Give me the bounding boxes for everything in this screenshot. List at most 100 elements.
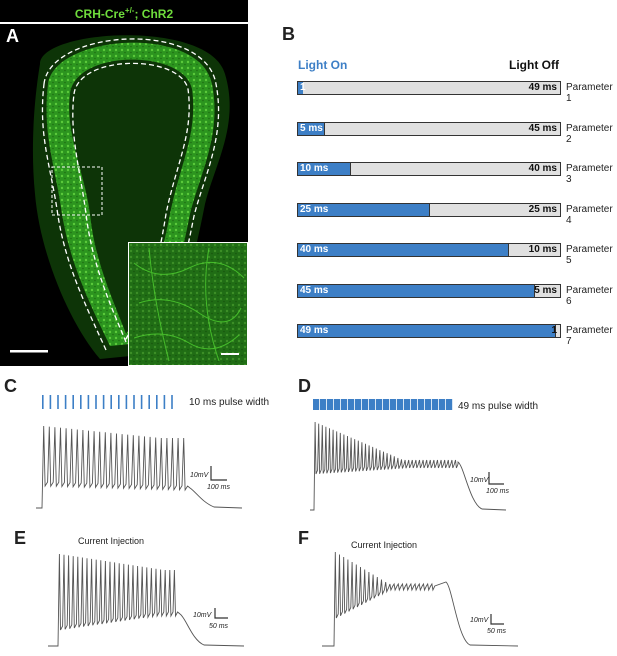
light-pulse [383, 399, 390, 410]
panel-d-scale-v: 10mV [470, 477, 489, 484]
light-pulse [110, 395, 112, 409]
light-off-duration: 5 ms [534, 284, 557, 296]
panel-e-scale-t: 50 ms [209, 623, 229, 630]
panel-d-scale-t: 100 ms [486, 488, 509, 495]
panel-c-trace [36, 425, 243, 509]
scale-bar [10, 350, 48, 353]
parameter-label-5: Parameter 5 [566, 244, 613, 266]
light-pulse [133, 395, 135, 409]
light-pulse [334, 399, 341, 410]
parameter-label-7: Parameter 7 [566, 325, 613, 347]
light-off-label: Light Off [509, 58, 559, 72]
light-pulse [446, 399, 453, 410]
light-pulse [327, 399, 334, 410]
panel-c-pulse-label: 10 ms pulse width [189, 397, 270, 408]
inset-image [128, 242, 248, 366]
light-pulse [313, 399, 320, 410]
light-pulse [64, 395, 67, 409]
light-pulse [418, 399, 425, 410]
panel-f-scale-v: 10mV [470, 617, 489, 624]
inset-scale-bar [221, 353, 239, 355]
panel-a-micrograph: CRH-Cre+/-; ChR2 A [0, 0, 248, 366]
title-base: CRH-Cre [74, 7, 125, 21]
light-on-fill [298, 122, 326, 135]
title-rest: ; ChR2 [134, 7, 174, 21]
light-on-duration: 49 ms [300, 325, 329, 336]
light-pulse [171, 395, 173, 409]
parameter-bar-6: 45 ms 5 ms [297, 283, 561, 298]
roi-box [51, 166, 103, 216]
light-pulse [49, 395, 52, 409]
light-pulse [87, 395, 90, 409]
membrane-potential-trace [310, 421, 507, 511]
light-pulse [57, 395, 59, 409]
parameter-bar-5: 40 ms 10 ms [297, 243, 561, 257]
panel-e-letter: E [14, 528, 27, 548]
panel-d-scale-bar [488, 472, 504, 485]
light-off-duration: 25 ms [528, 203, 557, 215]
panel-a-letter: A [6, 26, 19, 46]
light-pulse [118, 395, 120, 409]
membrane-potential-trace [322, 551, 519, 647]
light-on-fill [298, 82, 304, 94]
parameter-label-4: Parameter 4 [566, 203, 613, 226]
light-pulse [355, 399, 362, 410]
panel-c-letter: C [4, 376, 17, 396]
panel-c-pulse-train [42, 395, 173, 409]
light-on-fill [298, 163, 352, 175]
membrane-potential-trace [48, 553, 245, 647]
light-on-duration: 45 ms [300, 284, 329, 296]
panel-c-scale-t: 100 ms [207, 484, 230, 491]
panel-e-trace [48, 553, 245, 647]
light-pulse [390, 399, 397, 410]
panel-f-letter: F [298, 528, 309, 548]
parameter-label-6: Parameter 6 [566, 284, 613, 307]
panel-d-pulse-label: 49 ms pulse width [458, 401, 539, 412]
panel-a-title: CRH-Cre+/-; ChR2 [0, 0, 248, 24]
light-pulse [348, 399, 355, 410]
light-pulse [80, 395, 82, 409]
light-pulse [341, 399, 348, 410]
panel-e-scale-bar [214, 608, 228, 619]
light-pulse [163, 395, 166, 409]
light-pulse [411, 399, 418, 410]
parameter-label-1: Parameter 1 [566, 82, 613, 104]
light-pulse [102, 395, 105, 409]
panel-f-trace [322, 551, 519, 647]
membrane-potential-trace [36, 425, 243, 509]
light-on-fill [298, 325, 556, 337]
panel-d-pulse-train [313, 399, 453, 410]
light-on-duration: 1 [300, 82, 306, 93]
light-on-duration: 10 ms [300, 163, 329, 174]
panel-f-label: Current Injection [351, 540, 418, 550]
parameter-label-3: Parameter 3 [566, 163, 613, 185]
light-pulse [376, 399, 383, 410]
light-off-duration: 40 ms [528, 163, 557, 174]
panel-e-scale-v: 10mV [193, 612, 212, 619]
light-pulse [439, 399, 446, 410]
light-pulse [125, 395, 128, 409]
light-on-duration: 40 ms [300, 244, 329, 255]
parameter-bar-3: 10 ms 40 ms [297, 162, 561, 176]
light-pulse [397, 399, 404, 410]
panel-f-scale-t: 50 ms [487, 628, 507, 635]
light-pulse [72, 395, 74, 409]
light-pulse [42, 395, 44, 409]
light-on-fill [298, 203, 430, 216]
panel-d-trace [310, 421, 507, 511]
light-pulse [369, 399, 376, 410]
light-off-duration: 45 ms [528, 122, 557, 134]
light-pulse [140, 395, 143, 409]
panel-f-scale-bar [490, 614, 504, 625]
light-pulse [148, 395, 150, 409]
light-pulse [362, 399, 369, 410]
light-on-fill [298, 284, 535, 297]
light-pulse [320, 399, 327, 410]
panel-d-letter: D [298, 376, 311, 396]
light-pulse [95, 395, 97, 409]
light-off-duration: 10 ms [528, 244, 557, 255]
